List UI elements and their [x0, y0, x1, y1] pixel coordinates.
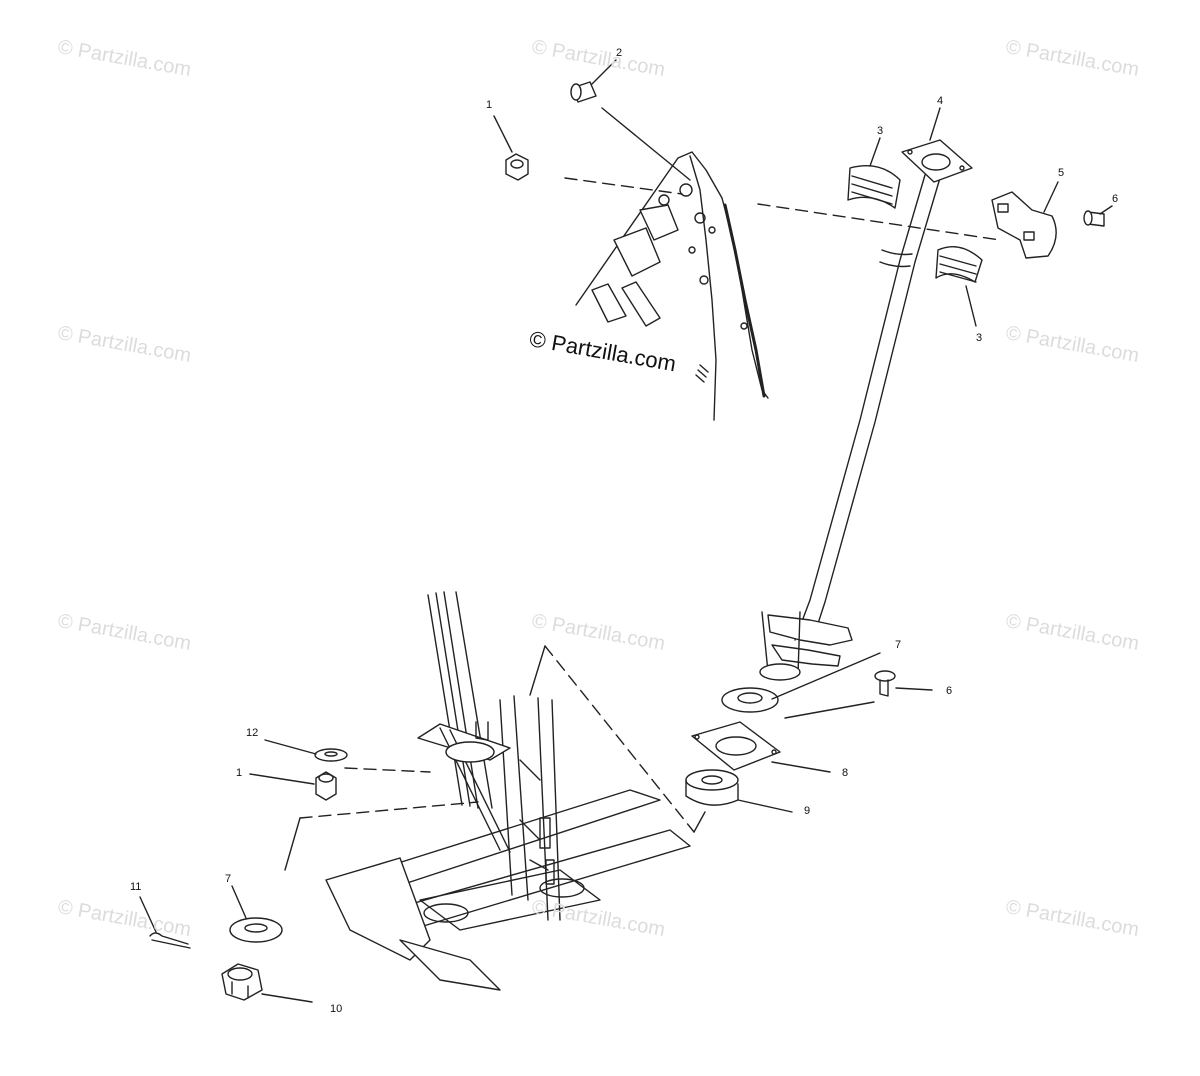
leader-3-upper: [869, 137, 881, 167]
callout-10: 10: [330, 1003, 343, 1015]
assembly-leader-top: [564, 177, 1001, 241]
callout-5: 5: [1058, 167, 1065, 179]
steering-post: [759, 174, 941, 681]
part-11-cotter-pin: [149, 932, 191, 949]
part-5-clamp: [991, 191, 1057, 259]
callout-3-lower: 3: [976, 332, 983, 344]
callout-8: 8: [842, 767, 849, 779]
part-6-bolt-lower: [874, 670, 896, 697]
callout-9: 9: [804, 805, 811, 817]
callout-3-upper: 3: [877, 125, 884, 137]
leader-4: [929, 107, 941, 141]
part-7-washer-right: [721, 687, 779, 713]
callout-6-lower: 6: [946, 685, 953, 697]
leader-6-right: [784, 701, 875, 719]
leader-9: [737, 799, 793, 813]
callout-1-lower: 1: [236, 767, 243, 779]
callout-2: 2: [616, 47, 623, 59]
part-7-washer-left: [229, 917, 283, 943]
leader-11: [139, 896, 157, 933]
part-8-flange: [691, 721, 781, 771]
leader-6-bolt: [895, 687, 933, 691]
leader-1-upper: [493, 115, 513, 153]
leader-2: [601, 107, 691, 181]
part-9-bearing: [685, 769, 739, 806]
assembly-leader-lower: [299, 645, 695, 833]
leader-8: [771, 761, 831, 773]
leader-12: [264, 739, 317, 755]
leader-2-text: [591, 59, 617, 85]
leader-10: [261, 993, 313, 1003]
part-2-fitting: [570, 81, 597, 103]
leader-7-right: [771, 652, 881, 700]
callout-12: 12: [246, 727, 259, 739]
callout-4: 4: [937, 95, 944, 107]
part-6-bolt-upper: [1083, 210, 1105, 227]
leader-6-upper: [1099, 205, 1113, 215]
lower-frame: [325, 591, 691, 991]
part-1-nut-upper: [505, 153, 529, 181]
part-10-castle-nut: [221, 963, 263, 1001]
callout-1-upper: 1: [486, 99, 493, 111]
part-4-bracket: [901, 139, 973, 183]
leader-3-lower: [965, 285, 977, 327]
callout-11: 11: [130, 881, 142, 893]
leader-5: [1043, 181, 1059, 213]
leader-lower-left: [284, 645, 706, 871]
leader-1-lower: [249, 773, 315, 785]
part-12-washer: [314, 748, 348, 762]
callout-7-left: 7: [225, 873, 232, 885]
callout-6-upper: 6: [1112, 193, 1119, 205]
part-3-bushing-lower: [935, 246, 983, 283]
part-1-nut-lower: [315, 771, 337, 801]
front-frame-plate: [575, 151, 769, 421]
part-3-bushing-upper: [847, 165, 901, 209]
leader-7-left: [231, 885, 247, 919]
callout-7-right: 7: [895, 639, 902, 651]
